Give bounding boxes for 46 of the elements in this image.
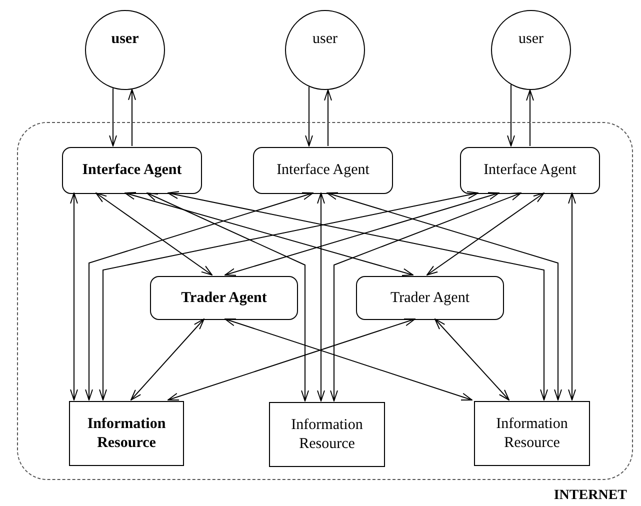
arrow bbox=[128, 88, 136, 146]
arrow bbox=[305, 86, 313, 146]
node-label: Information Resource bbox=[86, 414, 167, 452]
resource-box bbox=[474, 401, 590, 466]
arrow bbox=[426, 192, 544, 276]
agent-box bbox=[62, 147, 202, 194]
resource-box bbox=[69, 401, 184, 466]
agent-box bbox=[253, 147, 393, 194]
node-label: user bbox=[312, 30, 338, 49]
arrow bbox=[324, 89, 332, 146]
arrow bbox=[568, 192, 576, 400]
arrow bbox=[99, 191, 478, 400]
node-label: Trader Agent bbox=[181, 288, 267, 308]
resource-box bbox=[269, 402, 385, 467]
arrow bbox=[146, 192, 309, 402]
node-label: Information Resource bbox=[495, 414, 569, 452]
arrow bbox=[224, 192, 500, 276]
user-circle bbox=[285, 10, 365, 90]
arrow bbox=[526, 90, 534, 146]
node-label: Trader Agent bbox=[390, 288, 470, 308]
arrow bbox=[130, 318, 204, 400]
region-label: INTERNET bbox=[554, 487, 627, 504]
node-label: Interface Agent bbox=[484, 161, 576, 180]
arrow bbox=[330, 192, 522, 402]
arrow bbox=[85, 192, 314, 400]
node-label: user bbox=[518, 30, 544, 49]
arrow bbox=[96, 192, 212, 276]
node-label: Interface Agent bbox=[276, 161, 370, 180]
user-circle bbox=[491, 10, 571, 90]
arrow bbox=[434, 318, 510, 400]
arrow bbox=[168, 318, 416, 401]
arrow bbox=[168, 191, 548, 400]
arrow bbox=[124, 192, 414, 276]
node-label: user bbox=[111, 30, 139, 49]
agent-box bbox=[460, 147, 600, 194]
arrow bbox=[109, 88, 117, 146]
user-circle bbox=[85, 10, 165, 90]
agent-box bbox=[356, 276, 504, 320]
agent-box bbox=[150, 276, 298, 320]
arrow bbox=[317, 192, 325, 402]
arrow bbox=[224, 318, 472, 401]
arrow bbox=[326, 192, 562, 400]
arrow bbox=[507, 84, 515, 146]
arrow bbox=[70, 192, 78, 400]
node-label: Information Resource bbox=[290, 416, 364, 454]
node-label: Interface Agent bbox=[82, 161, 182, 180]
